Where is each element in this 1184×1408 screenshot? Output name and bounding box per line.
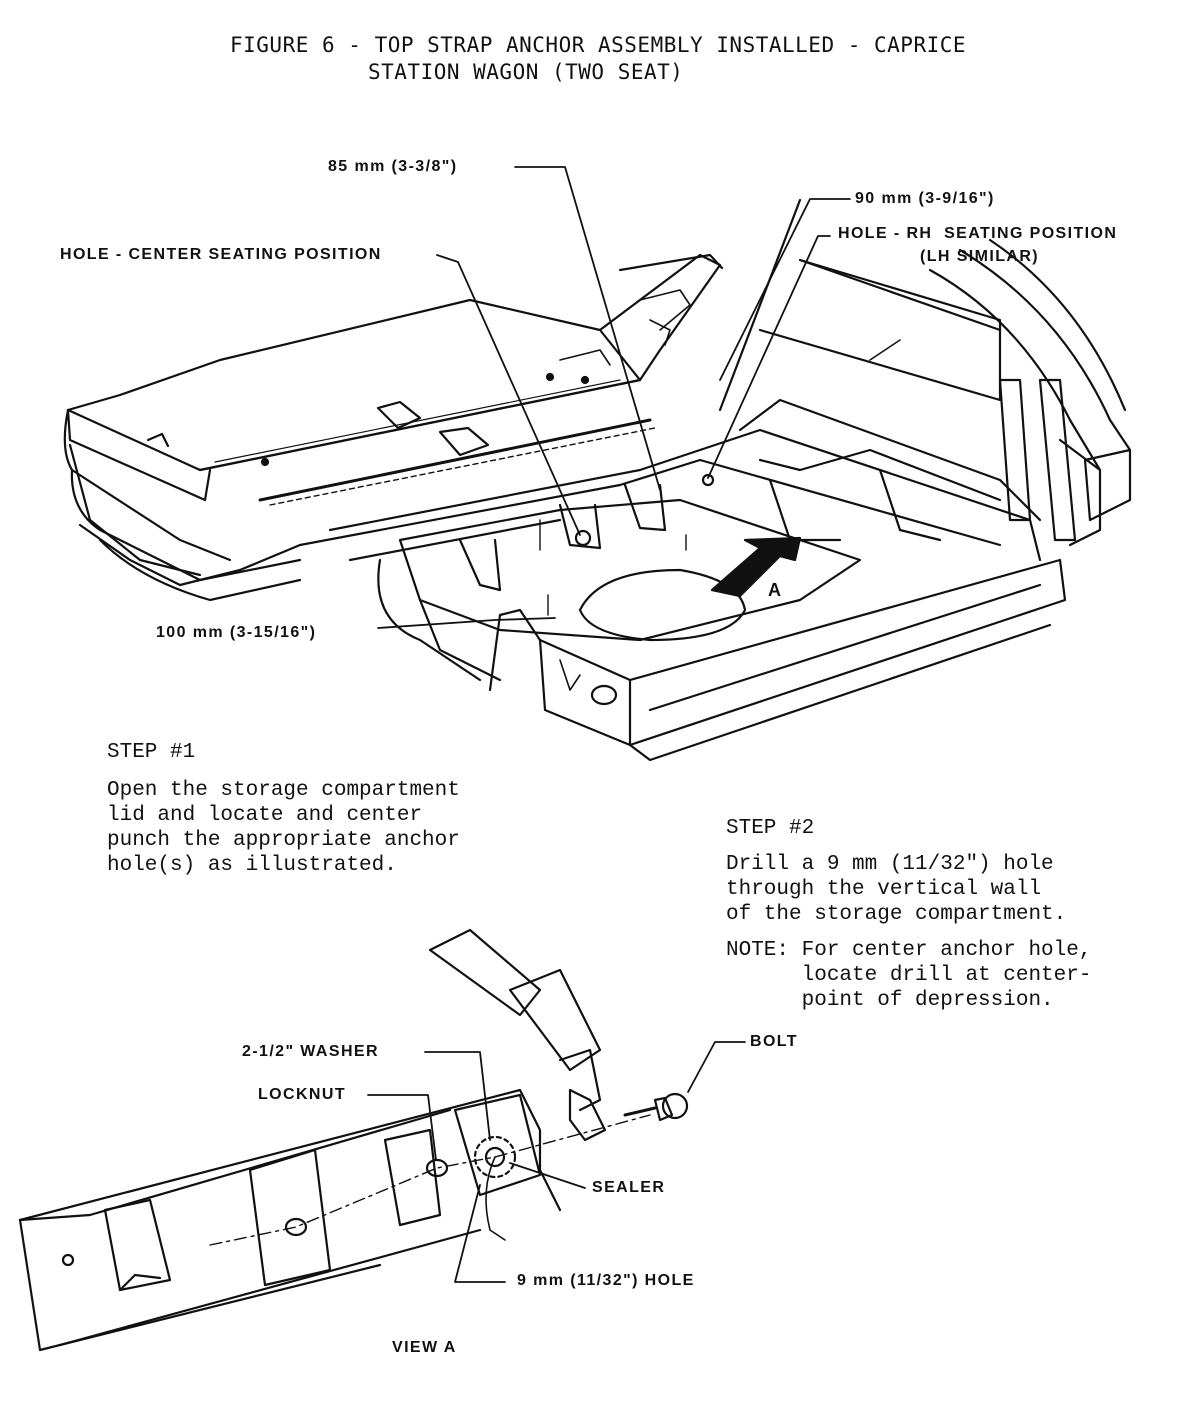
washer-label: 2-1/2" WASHER (242, 1043, 379, 1060)
figure-title-line1: FIGURE 6 - TOP STRAP ANCHOR ASSEMBLY INS… (230, 33, 967, 57)
view-a-caption: VIEW A (392, 1339, 457, 1356)
step1-line-1: Open the storage compartment (107, 779, 460, 802)
step2-line-2: through the vertical wall (726, 878, 1042, 901)
lh-similar-label: (LH SIMILAR) (920, 248, 1040, 265)
locknut-label: LOCKNUT (258, 1086, 347, 1103)
step1-line-3: punch the appropriate anchor (107, 829, 460, 852)
step2-line-3: of the storage compartment. (726, 903, 1067, 926)
hole-rh-seating-label: HOLE - RH SEATING POSITION (838, 225, 1118, 242)
step2-line-1: Drill a 9 mm (11/32") hole (726, 853, 1054, 876)
step1-line-2: lid and locate and center (107, 804, 423, 827)
lower-leader-lines (367, 1041, 746, 1283)
bolt-label: BOLT (750, 1033, 798, 1050)
step2-note-line-1: NOTE: For center anchor hole, (726, 939, 1092, 962)
upper-leader-lines (377, 166, 851, 629)
step1-line-4: hole(s) as illustrated. (107, 854, 397, 877)
figure-title-line2: STATION WAGON (TWO SEAT) (368, 60, 684, 84)
step2-note-line-2: locate drill at center- (726, 964, 1092, 987)
step2-note-line-3: point of depression. (726, 989, 1054, 1012)
sealer-label: SEALER (592, 1179, 666, 1196)
view-a-drawing (18, 928, 689, 1352)
dimension-85mm-label: 85 mm (3-3/8") (328, 158, 458, 175)
dimension-90mm-label: 90 mm (3-9/16") (855, 190, 995, 207)
step1-heading: STEP #1 (107, 741, 196, 764)
drill-hole-label: 9 mm (11/32") HOLE (517, 1272, 695, 1289)
dimension-100mm-label: 100 mm (3-15/16") (156, 624, 317, 641)
step2-heading: STEP #2 (726, 817, 815, 840)
hole-center-seating-label: HOLE - CENTER SEATING POSITION (60, 246, 382, 263)
cargo-area-drawing (63, 198, 1132, 762)
view-a-marker: A (768, 580, 783, 600)
